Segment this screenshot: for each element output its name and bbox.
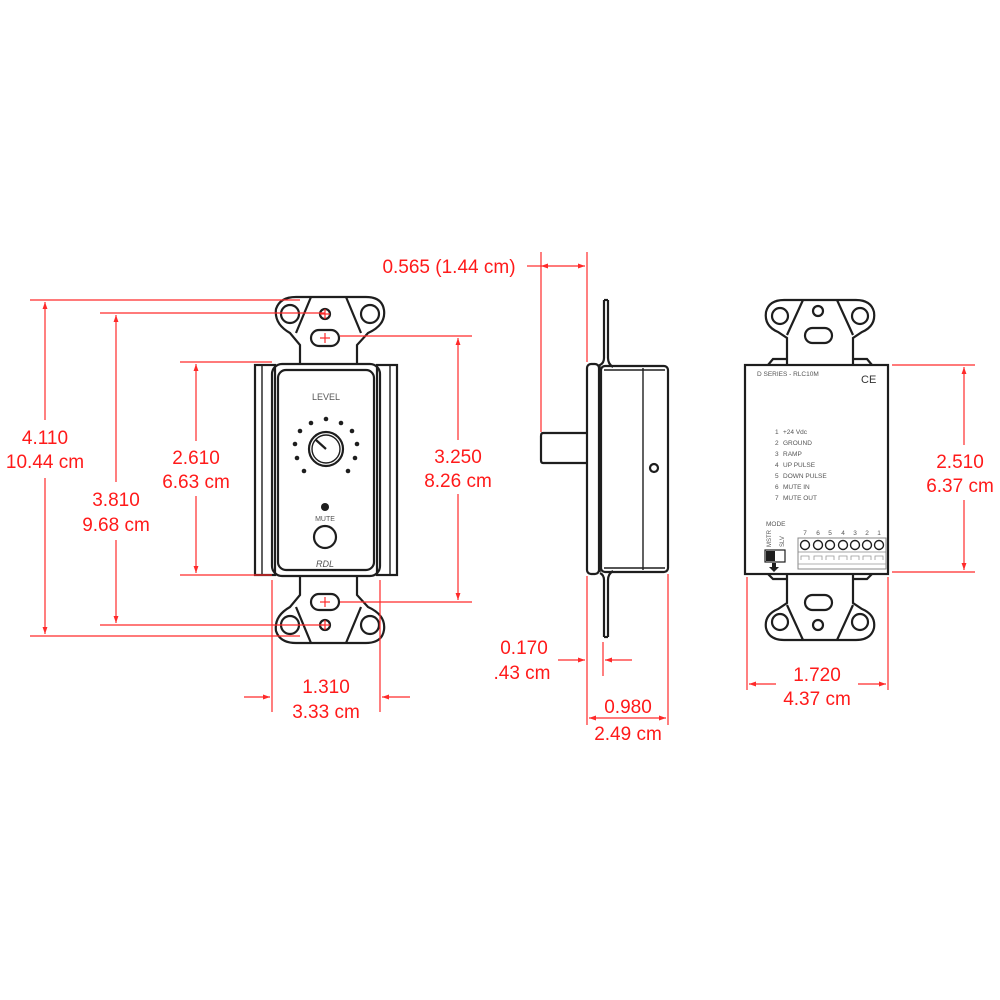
svg-text:+24 Vdc: +24 Vdc [783, 429, 808, 436]
mode-option-slv: SLV [780, 536, 786, 547]
mount-hole-right-icon [850, 306, 870, 326]
svg-text:4: 4 [841, 530, 845, 537]
brand-logo: RDL [316, 559, 334, 569]
front-view: LEVEL MUTE RDL [253, 295, 399, 645]
bottom-mounting-ear [274, 575, 386, 645]
dim-plate-thickness-cm: .43 cm [493, 663, 550, 684]
svg-text:5: 5 [775, 473, 779, 480]
mode-switch[interactable] [764, 549, 786, 563]
rear-body [743, 363, 890, 576]
svg-text:DOWN PULSE: DOWN PULSE [783, 473, 827, 480]
svg-text:7: 7 [775, 495, 779, 502]
mount-hole-right-icon [359, 614, 381, 636]
dim-mount-spacing-cm: 9.68 cm [82, 515, 150, 536]
model-label: D SERIES - RLC10M [757, 371, 819, 378]
svg-text:RAMP: RAMP [783, 451, 802, 458]
side-knob [539, 431, 587, 465]
dim-knob-depth: 0.565 (1.44 cm) [382, 257, 515, 278]
svg-text:7: 7 [803, 530, 807, 537]
side-screw-icon [648, 462, 660, 474]
dim-body-height-inch: 3.250 [434, 447, 482, 468]
mute-button[interactable] [312, 524, 338, 550]
dim-mount-spacing-inch: 3.810 [92, 490, 140, 511]
mount-hole-left-icon [279, 303, 301, 325]
svg-text:2: 2 [865, 530, 869, 537]
dim-rear-width-cm: 4.37 cm [783, 689, 851, 710]
slot-hole-icon [803, 593, 834, 612]
svg-text:1: 1 [877, 530, 881, 537]
side-faceplate [585, 362, 601, 576]
side-view [539, 298, 670, 639]
dim-faceplate-height-cm: 6.63 cm [162, 472, 230, 493]
svg-text:3: 3 [775, 451, 779, 458]
mount-hole-left-icon [770, 612, 790, 632]
svg-text:6: 6 [816, 530, 820, 537]
side-body [599, 364, 670, 574]
svg-text:6: 6 [775, 484, 779, 491]
dim-rear-height-inch: 2.510 [936, 452, 984, 473]
ce-mark: CE [861, 374, 876, 386]
mount-hole-right-icon [850, 612, 870, 632]
dim-faceplate-width-inch: 1.310 [302, 677, 350, 698]
level-scale-dots [292, 416, 360, 474]
dim-overall-height-cm: 10.44 cm [6, 452, 84, 473]
svg-text:4: 4 [775, 462, 779, 469]
svg-text:3: 3 [853, 530, 857, 537]
screw-hole-icon [811, 618, 825, 632]
rear-dimensions: 2.510 6.37 cm 1.720 4.37 cm [746, 364, 994, 710]
mute-led-icon [321, 503, 329, 511]
dim-rear-height-cm: 6.37 cm [926, 476, 994, 497]
dim-overall-height-inch: 4.110 [22, 428, 68, 449]
mute-label: MUTE [315, 516, 335, 523]
slot-hole-icon [309, 328, 341, 348]
terminal-block[interactable] [797, 537, 887, 570]
level-knob[interactable] [307, 430, 345, 468]
dim-plate-thickness-inch: 0.170 [500, 638, 548, 659]
rear-view: D SERIES - RLC10M CE 1 +24 Vdc 2 GROUND … [743, 298, 890, 642]
mount-hole-left-icon [770, 306, 790, 326]
dim-body-height-cm: 8.26 cm [424, 471, 492, 492]
mount-hole-right-icon [359, 303, 381, 325]
svg-text:GROUND: GROUND [783, 440, 812, 447]
svg-text:2: 2 [775, 440, 779, 447]
top-mounting-ear [274, 295, 386, 365]
dim-faceplate-height-inch: 2.610 [172, 448, 220, 469]
level-label: LEVEL [312, 392, 340, 402]
right-rail [375, 363, 399, 577]
slot-hole-icon [803, 326, 834, 345]
mode-label: MODE [766, 521, 786, 528]
svg-text:MUTE OUT: MUTE OUT [783, 495, 817, 502]
faceplate-outer [270, 362, 382, 578]
faceplate-inner [276, 368, 376, 572]
dim-faceplate-width-cm: 3.33 cm [292, 702, 360, 723]
terminal-numbers: 7 6 5 4 3 2 1 [803, 530, 881, 537]
dim-body-depth-cm: 2.49 cm [594, 724, 662, 745]
slot-hole-icon [309, 592, 341, 612]
arrow-down-icon [769, 563, 779, 572]
dim-body-depth-inch: 0.980 [604, 697, 652, 718]
side-dimensions: 0.565 (1.44 cm) 0.170 .43 cm 0.980 2.49 … [382, 252, 669, 745]
svg-text:UP PULSE: UP PULSE [783, 462, 816, 469]
pinout-list: 1 +24 Vdc 2 GROUND 3 RAMP 4 UP PULSE 5 D… [775, 429, 827, 502]
screw-hole-icon [811, 304, 825, 318]
mode-option-mstr: MSTR [767, 529, 773, 547]
svg-text:5: 5 [828, 530, 832, 537]
svg-text:1: 1 [775, 429, 779, 436]
svg-text:MUTE IN: MUTE IN [783, 484, 810, 491]
dim-rear-width-inch: 1.720 [793, 665, 841, 686]
center-marks [320, 309, 330, 630]
front-dimensions: 4.110 10.44 cm 3.810 9.68 cm 2.610 6.63 … [6, 299, 492, 723]
